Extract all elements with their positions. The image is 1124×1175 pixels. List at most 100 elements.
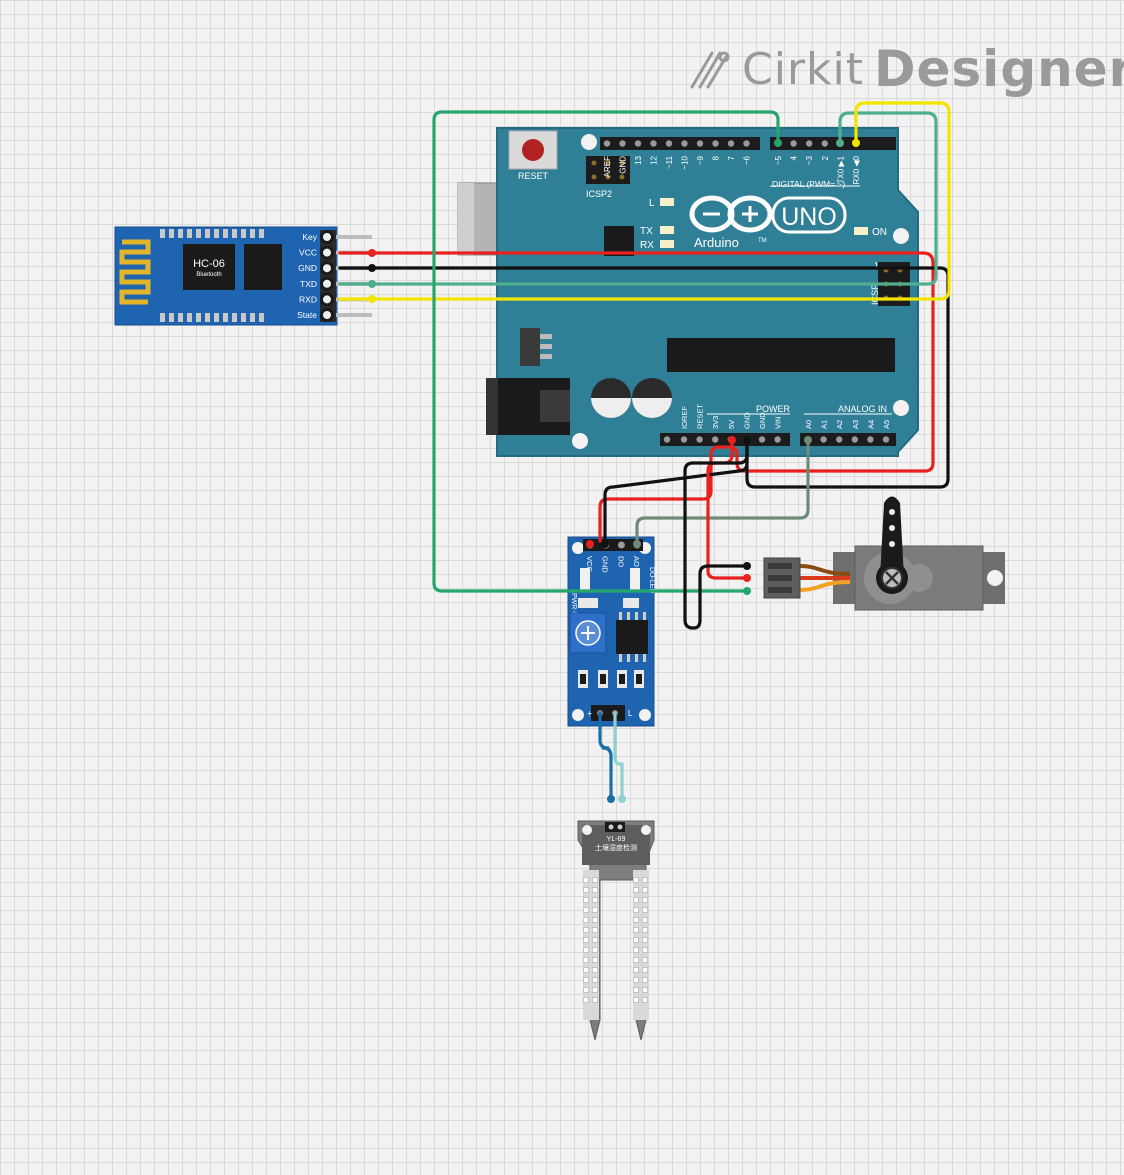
castellated-pad <box>160 229 165 238</box>
digital-pin-label: ~10 <box>681 155 690 169</box>
power-pin-reset[interactable] <box>696 436 703 443</box>
hc06-flash-chip <box>244 244 282 290</box>
mount-hole <box>581 134 597 150</box>
power-pin-label: RESET <box>696 404 705 429</box>
castellated-pad <box>259 229 264 238</box>
hc06-pin-txd[interactable] <box>320 276 334 291</box>
led-on <box>854 227 868 235</box>
digital-pin-2[interactable] <box>821 140 828 147</box>
hc06-pin-gnd[interactable] <box>320 261 334 276</box>
digital-pin-gnd[interactable] <box>619 140 626 147</box>
digital-pin-label: RX0 ◀0 <box>852 155 861 184</box>
wire-hc06-txd[interactable] <box>338 111 938 286</box>
wire-servo-gnd[interactable] <box>683 439 749 630</box>
probe-pin-plus-label: + <box>587 709 592 718</box>
power-pin-ioref[interactable] <box>680 436 688 443</box>
hc06-pin-key[interactable] <box>320 230 334 244</box>
digital-pin-13[interactable] <box>634 140 642 147</box>
digital-pin-3[interactable] <box>806 140 813 147</box>
probe-pin-l-label: L <box>628 709 633 718</box>
power-pin-vin[interactable] <box>774 436 781 443</box>
wire-servo-vcc[interactable] <box>706 439 749 580</box>
analog-pin-a2[interactable] <box>836 436 843 443</box>
wire-module-gnd[interactable] <box>603 439 749 543</box>
hc06-pin-state[interactable] <box>320 308 334 322</box>
digital-pin-10[interactable] <box>681 140 688 147</box>
castellated-pad <box>223 229 228 238</box>
digital-pin-11[interactable] <box>665 140 673 147</box>
digital-pin-4[interactable] <box>790 140 797 147</box>
wire-servo-signal[interactable] <box>432 110 780 593</box>
voltage-regulator-chip <box>604 226 634 256</box>
wire-probe-minus[interactable] <box>613 711 624 801</box>
power-pin-gnd[interactable] <box>758 436 766 443</box>
castellated-pad <box>241 313 246 322</box>
castellated-pad <box>178 229 183 238</box>
power-pin-label: GND <box>758 412 767 429</box>
analog-pin-a3[interactable] <box>851 436 858 443</box>
hc06-pin-label: State <box>297 310 317 320</box>
wire-end-dot <box>586 540 594 548</box>
wire-hc06-rxd[interactable] <box>338 101 951 301</box>
moisture-pin-label: DO <box>616 556 625 567</box>
hc06-pin-vcc[interactable] <box>320 245 334 260</box>
moisture-pin-label: GND <box>601 556 610 573</box>
servo-motor[interactable] <box>763 496 1005 611</box>
wire-end-dot <box>836 139 844 147</box>
castellated-pad <box>205 229 210 238</box>
hc06-pin-rxd[interactable] <box>320 292 334 307</box>
wire-probe-plus[interactable] <box>598 711 613 801</box>
digital-pin-6[interactable] <box>743 140 750 147</box>
uno-badge <box>771 196 847 234</box>
castellated-pad <box>196 229 201 238</box>
digital-pin-7[interactable] <box>727 140 735 147</box>
analog-pin-label: A5 <box>882 420 891 429</box>
analog-pin-label: A1 <box>820 420 829 429</box>
arduino-infinity-logo <box>689 195 773 233</box>
hc06-pin-label: TXD <box>300 279 317 289</box>
wire-hc06-vcc[interactable] <box>338 251 935 543</box>
brand-logo: Cirkit Designer <box>688 38 1124 100</box>
digital-pin-8[interactable] <box>712 140 719 147</box>
led-l <box>660 198 674 206</box>
hc06-main-chip <box>183 244 235 290</box>
digital-pin-aref[interactable] <box>603 140 611 147</box>
hc06-subtitle: Bluetooth <box>196 272 221 278</box>
soil-probe[interactable]: YL-69 土壤湿度检测 <box>577 820 655 1041</box>
analog-pin-a5[interactable] <box>882 436 890 443</box>
antenna-trace <box>119 239 151 305</box>
moisture-pin-do[interactable] <box>617 541 625 549</box>
analog-pin-label: A0 <box>804 420 813 429</box>
castellated-pad <box>205 313 210 322</box>
analog-pin-label: A3 <box>851 420 860 429</box>
wire-end-dot <box>618 795 626 803</box>
wire-hc06-gnd[interactable] <box>338 266 950 489</box>
uno-label: UNO <box>781 203 837 231</box>
digital-pin-label: TX0 ▶1 <box>836 155 845 183</box>
led-on-label: ON <box>872 227 887 238</box>
led-rx <box>660 240 674 248</box>
reset-button-cap[interactable] <box>522 139 544 161</box>
digital-pin-12[interactable] <box>650 140 657 147</box>
led-tx-label: TX <box>640 226 653 237</box>
led-rx-label: RX <box>640 240 654 251</box>
wire-end-dot <box>804 436 812 444</box>
power-pin-label: 5V <box>727 420 736 429</box>
do-led <box>630 568 640 590</box>
led-l-label: L <box>649 198 655 209</box>
power-pin-3v3[interactable] <box>712 436 719 443</box>
regulator <box>520 328 540 366</box>
hc06-pin-label: RXD <box>299 294 317 304</box>
castellated-pad <box>196 313 201 322</box>
analog-pin-a4[interactable] <box>867 436 874 443</box>
power-pin-nc[interactable] <box>663 436 671 443</box>
wire-module-ao[interactable] <box>635 439 810 543</box>
digital-pin-9[interactable] <box>696 140 704 147</box>
castellated-pad <box>178 313 183 322</box>
servo-horn[interactable] <box>880 496 904 579</box>
analog-pin-a1[interactable] <box>820 436 827 443</box>
wire-end-dot <box>728 436 736 444</box>
